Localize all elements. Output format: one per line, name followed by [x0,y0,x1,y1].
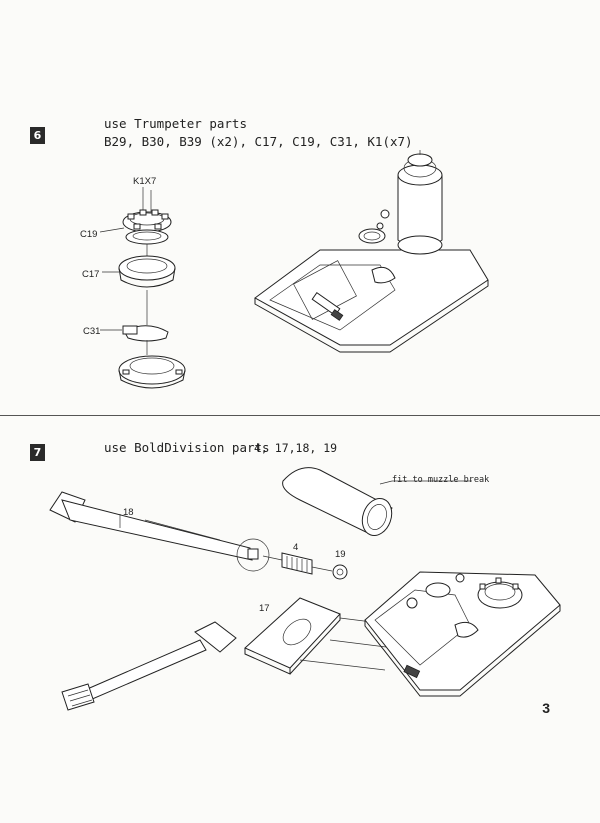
ring-part-19 [332,564,348,580]
label-17: 17 [259,603,270,614]
label-c31: C31 [83,326,101,337]
step-6-parts-list: B29, B30, B39 (x2), C17, C19, C31, K1(x7… [104,134,413,149]
barrel-part-18 [49,491,270,572]
step-7-badge: 7 [30,444,45,461]
step-6-badge: 6 [30,127,45,144]
step-7-instruction: use BoldDivision parts [104,440,270,455]
fit-note: fit to muzzle break [392,475,490,485]
assembled-gun [61,621,237,711]
hull-top-step6 [254,150,489,353]
hull-top-step7 [364,571,561,697]
label-c19: C19 [80,229,98,240]
cupola-exploded-view [99,187,186,389]
muzzle-brake-sleeve [282,467,472,536]
label-c17: C17 [82,269,100,280]
page-number: 3 [542,700,550,716]
label-19: 19 [335,549,346,560]
label-k1x7: K1X7 [133,176,157,187]
label-18: 18 [123,507,134,518]
muzzle-part-4 [262,552,333,575]
step-6-instruction: use Trumpeter parts [104,116,247,131]
section-divider [0,415,600,416]
label-4: 4 [293,542,299,553]
step-7-parts-list: 4, 17,18, 19 [254,441,338,455]
